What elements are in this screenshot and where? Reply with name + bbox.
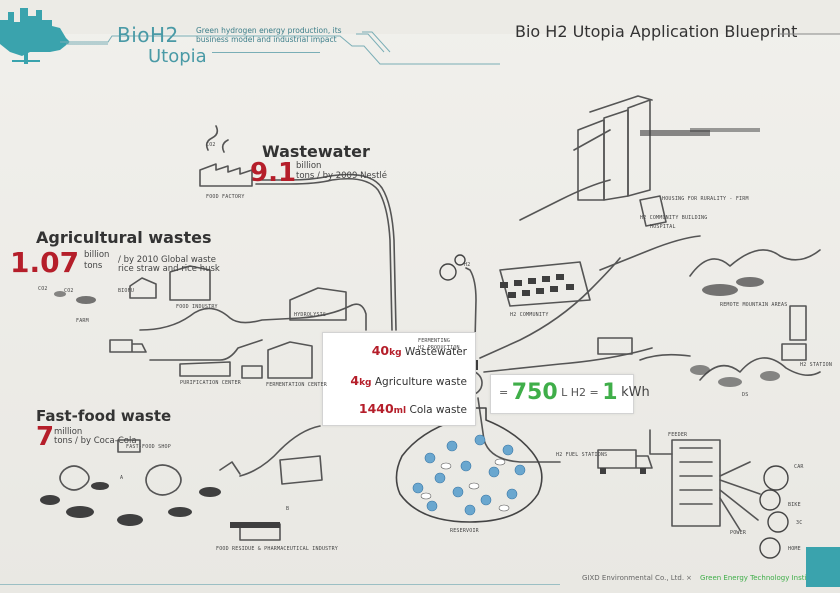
- label-food-factory: FOOD FACTORY: [206, 194, 245, 200]
- agricultural-number: 1.07: [10, 246, 80, 279]
- h2-unit: L H2 =: [561, 386, 599, 399]
- input-amount: 4: [350, 373, 360, 388]
- label-housing: HOUSING FOR RURALITY - FIRM: [662, 196, 749, 202]
- footer-partner: Green Energy Technology Institute: [700, 574, 821, 582]
- agricultural-title: Agricultural wastes: [36, 228, 212, 247]
- header-strip: [0, 0, 840, 34]
- wastewater-title: Wastewater: [262, 142, 370, 161]
- kwh-unit: kWh: [621, 385, 650, 400]
- label-fast-food-shop: FAST-FOOD SHOP: [126, 444, 171, 450]
- brand-title: BioH2: [117, 23, 179, 47]
- phone-icon: [767, 511, 789, 533]
- footer-line: [0, 584, 560, 585]
- label-h2-container: H2: [464, 262, 471, 268]
- wastewater-unit: billion: [296, 161, 322, 171]
- footer-separator: ×: [686, 574, 692, 582]
- label-hospital: HOSPITAL: [650, 224, 676, 230]
- input-amount: 40: [371, 343, 390, 358]
- wastewater-source: tons / by 2009 Nestlé: [296, 171, 388, 181]
- input-label: Cola waste: [409, 404, 467, 416]
- h2-amount: 750: [511, 380, 558, 405]
- agricultural-unit-tons: tons: [84, 261, 103, 271]
- utopia-underline: [212, 52, 320, 53]
- brand-main-text: BioH2: [117, 23, 179, 47]
- label-feeder: FEEDER: [668, 432, 688, 438]
- kwh-amount: 1: [602, 380, 618, 405]
- label-power: POWER: [730, 530, 747, 536]
- label-route-b: B: [286, 506, 290, 512]
- reservoir-flask: [395, 407, 543, 523]
- corner-accent: [806, 547, 840, 587]
- page-title: Bio H2 Utopia Application Blueprint: [515, 22, 798, 41]
- footer-company: GIXD Environmental Co., Ltd.: [582, 574, 685, 582]
- input-amount: 1440: [358, 401, 394, 416]
- bike-icon: [759, 489, 781, 511]
- car-icon: [763, 465, 789, 491]
- header-band: BioH2 Green hydrogen energy production, …: [0, 6, 520, 67]
- input-label: Agriculture waste: [374, 376, 467, 388]
- agricultural-note: rice straw and rice husk: [118, 264, 220, 274]
- input-row-agriculture: 4kg Agriculture waste: [350, 373, 467, 388]
- home-icon: [759, 537, 781, 559]
- label-food-residue: FOOD RESIDUE & PHARMACEUTICAL INDUSTRY: [216, 546, 338, 552]
- label-car: CAR: [794, 464, 804, 470]
- label-home: HOME: [788, 546, 801, 552]
- fastfood-unit: million: [54, 427, 83, 437]
- label-h2-station: H2 STATION: [800, 362, 833, 368]
- input-unit: kg: [359, 378, 372, 388]
- label-3c: 3C: [796, 520, 803, 526]
- title-underline: [780, 33, 840, 35]
- input-row-wastewater: 40kg Wastewater: [372, 343, 467, 358]
- h2-bubbles: [412, 434, 526, 516]
- wastewater-number: 9.1: [250, 158, 297, 188]
- label-biofu: BIOFU: [118, 288, 135, 294]
- equals-sign: =: [499, 386, 509, 399]
- agricultural-source: / by 2010 Global waste: [118, 255, 216, 265]
- label-h2-community: H2 COMMUNITY: [510, 312, 549, 318]
- fastfood-title: Fast-food waste: [36, 407, 172, 425]
- label-food-industry: FOOD INDUSTRY: [176, 304, 218, 310]
- label-remote-mountain: REMOTE MOUNTAIN AREAS: [720, 302, 788, 308]
- brand-tagline: Green hydrogen energy production, its bu…: [196, 26, 342, 44]
- output-equation-box: = 750 L H2 = 1 kWh: [490, 374, 650, 414]
- agricultural-unit: billion: [84, 250, 110, 260]
- input-unit: ml: [393, 406, 407, 416]
- label-bike: BIKE: [788, 502, 801, 508]
- label-farm: FARM: [76, 318, 89, 324]
- label-purification: PURIFICATION CENTER: [180, 380, 241, 386]
- input-row-cola: 1440ml Cola waste: [359, 401, 467, 416]
- label-h2-production: H2 PRODUCTION: [418, 345, 460, 351]
- waste-input-box: 40kg Wastewater 4kg Agriculture waste 14…: [322, 332, 476, 426]
- header-ribbon: [0, 8, 500, 65]
- label-co2-left: CO2: [38, 286, 48, 292]
- input-unit: kg: [389, 348, 402, 358]
- label-co2-left-b: CO2: [64, 288, 74, 294]
- fastfood-source: tons / by Coca-Cola: [54, 436, 137, 446]
- equation: = 750 L H2 = 1 kWh: [499, 380, 650, 405]
- label-fermenting: FERMENTING: [418, 338, 451, 344]
- label-h2-community-building: H2 COMMUNITY BUILDING: [640, 215, 708, 221]
- city-silhouette-icon: [0, 8, 70, 56]
- input-label: Wastewater: [404, 346, 467, 358]
- pole-icon: [24, 50, 28, 64]
- label-ds: DS: [742, 392, 749, 398]
- label-co2-top: CO2: [206, 142, 216, 148]
- label-reservoir: RESERVOIR: [450, 528, 479, 534]
- label-fermentation: FERMENTATION CENTER: [266, 382, 327, 388]
- brand-utopia: Utopia: [148, 46, 207, 67]
- wastewater-pipe: [251, 173, 397, 331]
- fastfood-number: 7: [36, 422, 55, 452]
- label-route-a: A: [120, 475, 124, 481]
- label-h2-fuel-stations: H2 FUEL STATIONS: [556, 452, 608, 458]
- label-hydrolysis: HYDROLYSIS: [294, 312, 327, 318]
